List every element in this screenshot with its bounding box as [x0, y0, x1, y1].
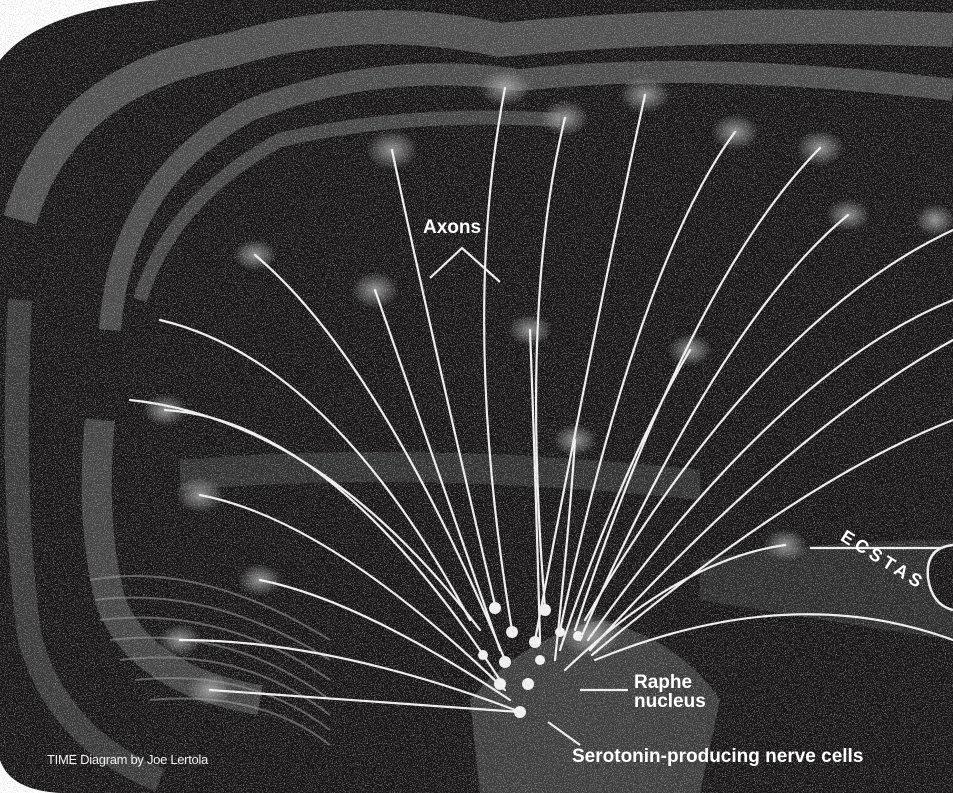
axons-label: Axons	[423, 217, 481, 239]
raphe-nucleus-label: Raphe nucleus	[634, 673, 706, 711]
serotonin-cells-label: Serotonin-producing nerve cells	[572, 746, 863, 768]
diagram-credit: TIME Diagram by Joe Lertola	[47, 752, 208, 767]
raphe-label-line2: nucleus	[634, 692, 706, 711]
raphe-label-line1: Raphe	[634, 673, 706, 692]
